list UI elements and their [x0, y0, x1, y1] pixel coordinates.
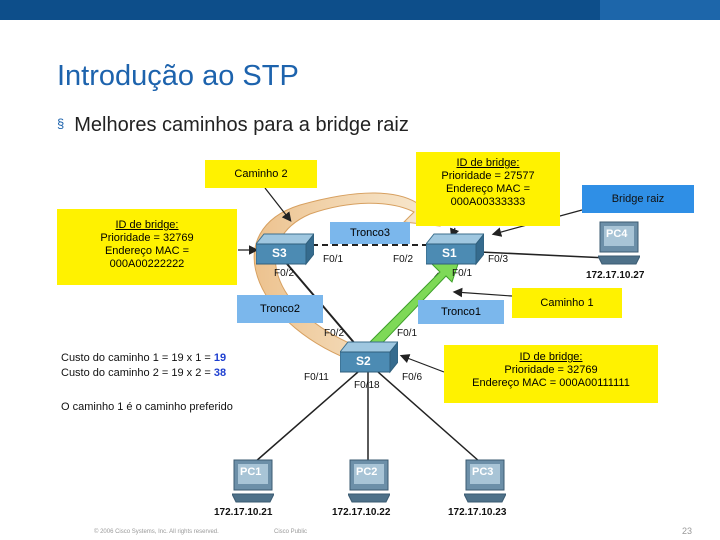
s3-bid-mac: 000A00222222: [109, 258, 185, 270]
bridge-raiz-label: Bridge raiz: [611, 193, 665, 205]
tronco1-label: Tronco1: [441, 306, 481, 318]
cost-line-1-value: 19: [213, 352, 227, 364]
preferred-path-note: O caminho 1 é o caminho preferido: [61, 401, 233, 413]
caminho2-pointer: [264, 187, 292, 222]
s2-pc1-link: [254, 371, 359, 463]
s2-pc3-link: [377, 371, 481, 463]
caminho2-label: Caminho 2: [234, 168, 288, 180]
switch-s3: S3: [256, 232, 314, 266]
pc2: PC2: [348, 458, 390, 504]
caminho2-callout: Caminho 2: [205, 160, 317, 188]
pc1-ip: 172.17.10.21: [214, 507, 273, 518]
pc4-label: PC4: [606, 228, 628, 240]
top-banner-accent: [600, 0, 720, 20]
cost-line-2-text: Custo do caminho 2 = 19 x 2 =: [61, 367, 214, 379]
switch-s2-icon: [340, 341, 398, 374]
pc4-icon: [598, 221, 640, 265]
top-banner: [0, 0, 720, 20]
pc1: PC1: [232, 458, 274, 504]
footer-classification: Cisco Public: [274, 529, 308, 535]
pc3-ip: 172.17.10.23: [448, 507, 507, 518]
footer-copyright: © 2006 Cisco Systems, Inc. All rights re…: [94, 529, 219, 535]
cost-line-2-value: 38: [213, 367, 227, 379]
switch-s3-label: S3: [272, 246, 287, 260]
s1-pc4-link: [479, 251, 609, 259]
s3-bid-mac-label: Endereço MAC =: [104, 245, 190, 257]
s2-bid-mac: Endereço MAC = 000A00111111: [472, 377, 630, 389]
s1-bid-header: ID de bridge:: [456, 157, 520, 169]
s2-bid-priority: Prioridade = 32769: [504, 364, 598, 376]
s3-bridge-id-callout: ID de bridge: Prioridade = 32769 Endereç…: [57, 209, 237, 285]
pc2-label: PC2: [356, 466, 378, 478]
slide-title: Introdução ao STP: [57, 60, 299, 92]
port-s2-f018: F0/18: [354, 380, 380, 391]
bullet-text: Melhores caminhos para a bridge raiz: [74, 114, 409, 136]
s2-bridge-id-callout: ID de bridge: Prioridade = 32769 Endereç…: [444, 345, 658, 403]
s2-bid-pointer: [399, 354, 445, 373]
cost-line-1-text: Custo do caminho 1 = 19 x 1 =: [61, 352, 214, 364]
pc1-icon: [232, 459, 274, 503]
s2-bid-header: ID de bridge:: [519, 351, 583, 363]
pc3-icon: [464, 459, 506, 503]
tronco3-callout: Tronco3: [330, 222, 410, 244]
footer-page-number: 23: [682, 526, 693, 536]
caminho1-pointer: [452, 287, 513, 298]
port-s1-f01: F0/1: [452, 268, 473, 279]
switch-s3-icon: [256, 233, 314, 266]
port-s2-f06: F0/6: [402, 372, 423, 383]
pc2-icon: [348, 459, 390, 503]
port-s1-f02: F0/2: [393, 254, 414, 265]
switch-s1: S1: [426, 232, 484, 266]
pc3: PC3: [464, 458, 506, 504]
tronco1-callout: Tronco1: [418, 300, 504, 324]
caminho1-callout: Caminho 1: [512, 288, 622, 318]
port-s2-f011: F0/11: [304, 372, 329, 383]
pc4: PC4: [598, 220, 640, 266]
cost-line-1: Custo do caminho 1 = 19 x 1 = 19: [61, 352, 226, 364]
switch-s2: S2: [340, 340, 398, 374]
switch-s1-label: S1: [442, 246, 457, 260]
port-s1-f03: F0/3: [488, 254, 509, 265]
tronco3-label: Tronco3: [350, 227, 390, 239]
port-s2-f01: F0/1: [397, 328, 418, 339]
s3-bid-priority: Prioridade = 32769: [100, 232, 194, 244]
switch-s2-label: S2: [356, 354, 371, 368]
cost-line-2: Custo do caminho 2 = 19 x 2 = 38: [61, 367, 226, 379]
port-s2-f02: F0/2: [324, 328, 345, 339]
s3-bid-header: ID de bridge:: [115, 219, 179, 231]
port-s3-f02: F0/2: [274, 268, 295, 279]
tronco2-label: Tronco2: [260, 303, 300, 315]
s1-bid-mac-label: Endereço MAC =: [445, 183, 531, 195]
bullet-mark: §: [57, 116, 65, 131]
s1-bid-priority: Prioridade = 27577: [441, 170, 535, 182]
bridge-raiz-callout: Bridge raiz: [582, 185, 694, 213]
port-s3-f01: F0/1: [323, 254, 344, 265]
pc2-ip: 172.17.10.22: [332, 507, 391, 518]
bullet-text-row: § Melhores caminhos para a bridge raiz: [57, 114, 409, 137]
switch-s1-icon: [426, 233, 484, 266]
pc4-ip: 172.17.10.27: [586, 270, 645, 281]
s1-bridge-id-callout: ID de bridge: Prioridade = 27577 Endereç…: [416, 152, 560, 226]
pc3-label: PC3: [472, 466, 494, 478]
tronco2-callout: Tronco2: [237, 295, 323, 323]
caminho1-label: Caminho 1: [540, 297, 594, 309]
pc1-label: PC1: [240, 466, 262, 478]
s1-bid-mac: 000A00333333: [450, 196, 526, 208]
